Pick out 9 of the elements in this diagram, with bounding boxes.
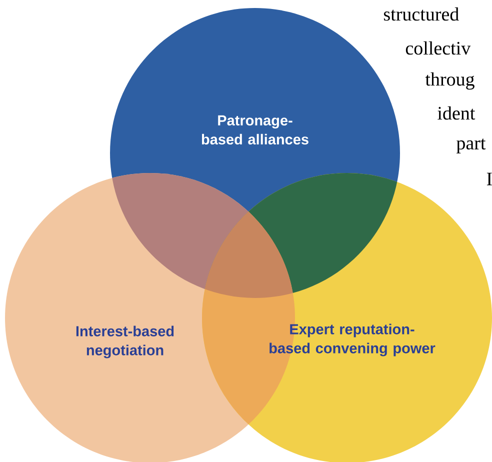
body-text: collectiv xyxy=(406,41,471,55)
body-text: structured xyxy=(384,7,459,21)
circle-label: Patronage-based alliances xyxy=(202,115,308,145)
body-text: ident xyxy=(438,106,476,120)
circle-label: Interest-based negotiation xyxy=(76,326,174,358)
body-text: throug xyxy=(425,72,474,90)
circle-label: Expert reputation-based convening power xyxy=(270,324,436,356)
body-text: I xyxy=(486,172,492,186)
body-text: part xyxy=(456,138,486,154)
